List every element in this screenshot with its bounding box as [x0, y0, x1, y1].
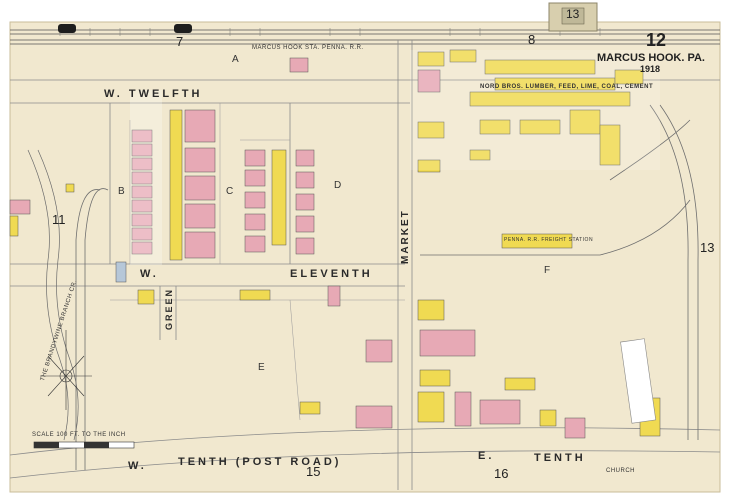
- adjoining-sheet-11: 11: [52, 212, 66, 227]
- block-d: D: [334, 180, 342, 191]
- freight-station: [501, 233, 573, 249]
- creek: [27, 149, 79, 441]
- railroad-curve-left: [75, 188, 109, 470]
- overlay-panel-plant: [410, 50, 660, 170]
- scale-label: SCALE 100 FT. TO THE INCH: [32, 432, 126, 438]
- plant-label: NORD BROS. LUMBER, FEED, LIME, COAL, CEM…: [480, 84, 654, 90]
- block-c: C: [226, 186, 234, 197]
- adjoining-sheet-16: 16: [494, 466, 509, 481]
- railroad-curve-right: [420, 104, 699, 440]
- block-b: B: [118, 186, 125, 197]
- adjoining-sheet-8: 8: [528, 32, 536, 47]
- block-c-houses: [244, 149, 315, 255]
- page-tab-label-box: [561, 7, 585, 25]
- street-w-prefix-eleventh: W.: [140, 268, 159, 280]
- block-b-rowhouses: [131, 109, 216, 261]
- church-label: CHURCH: [606, 468, 635, 474]
- map-year: 1918: [640, 64, 661, 74]
- adjoining-sheet-7: 7: [176, 34, 184, 49]
- compass-rose-icon: [40, 330, 92, 410]
- street-tenth-post-road: TENTH (POST ROAD): [178, 456, 342, 468]
- street-w-prefix-tenth: W.: [128, 460, 147, 472]
- adjoining-sheet-13: 13: [700, 240, 715, 255]
- overlay-panel: [130, 90, 162, 265]
- street-w-twelfth: W. TWELFTH: [104, 88, 203, 100]
- map-title: MARCUS HOOK. PA.: [597, 52, 705, 64]
- block-f: F: [544, 265, 551, 276]
- block-a: A: [232, 54, 239, 65]
- street-e-prefix-tenth: E.: [478, 450, 495, 462]
- scale-bar: [33, 441, 135, 449]
- freight-station-label: PENNA. R.R. FREIGHT STATION: [504, 237, 594, 243]
- rail-ties: [59, 28, 601, 36]
- plant-buildings: [289, 49, 644, 173]
- church-building: [620, 338, 657, 424]
- street-green: GREEN: [164, 287, 174, 330]
- railroad-station-label: MARCUS HOOK STA. PENNA. R.R.: [252, 45, 364, 51]
- page-tab-number[interactable]: 13: [566, 7, 580, 21]
- block-e: E: [258, 362, 265, 373]
- adjoining-sheet-15: 15: [306, 464, 321, 479]
- railroad-band: [10, 29, 720, 45]
- street-e-tenth: TENTH: [534, 452, 586, 464]
- sheet-number: 12: [646, 30, 667, 50]
- binding-clip-right: [174, 24, 192, 33]
- street-eleventh: ELEVENTH: [290, 268, 373, 280]
- street-market: MARKET: [400, 209, 411, 264]
- binding-clip-left: [58, 24, 76, 33]
